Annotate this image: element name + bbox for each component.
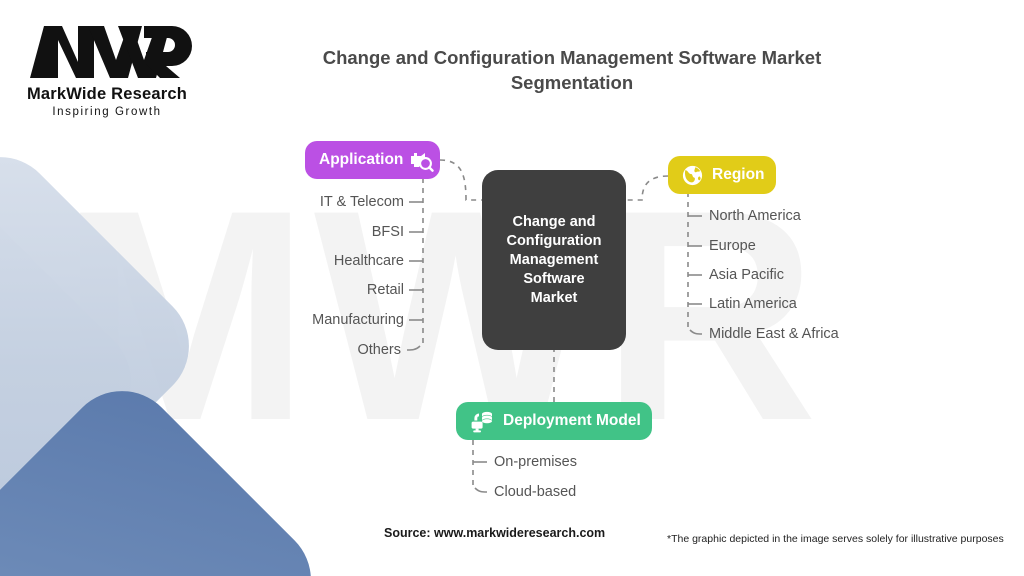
page-title-line-2: Segmentation xyxy=(510,72,634,93)
tick-region-4 xyxy=(689,329,703,335)
connector-region-to-center xyxy=(626,175,669,201)
leaf-application-4: Manufacturing xyxy=(312,312,404,328)
leaf-application-5: Others xyxy=(357,342,401,358)
server-monitor-icon xyxy=(470,410,494,433)
leaf-application-0: IT & Telecom xyxy=(319,194,404,210)
branch-badge-deployment-label: Deployment Model xyxy=(503,412,641,429)
leaf-region-4: Middle East & Africa xyxy=(709,326,839,342)
branch-badge-application-label: Application xyxy=(319,151,404,168)
page-title-line-1: Change and Configuration Management Soft… xyxy=(322,47,822,68)
leaf-deployment-0: On-premises xyxy=(494,454,577,470)
branch-badge-region[interactable]: Region xyxy=(668,156,776,194)
mwr-logo-mark xyxy=(30,26,192,78)
leaf-deployment-1: Cloud-based xyxy=(494,484,577,500)
brand-logo: MarkWide Research Inspiring Growth xyxy=(22,22,192,118)
center-label-line-5: Market xyxy=(530,289,578,306)
leaf-region-2: Asia Pacific xyxy=(709,267,784,283)
source-label: Source: www.markwideresearch.com xyxy=(384,526,606,540)
leaf-application-3: Retail xyxy=(366,282,404,298)
center-label-line-2: Configuration xyxy=(506,232,602,249)
globe-icon xyxy=(682,165,703,186)
center-node: Change and Configuration Management Soft… xyxy=(482,170,626,350)
decorative-shape-light xyxy=(0,133,213,559)
branch-badge-application[interactable]: Application xyxy=(305,141,440,179)
branch-badge-region-label: Region xyxy=(712,166,765,183)
brand-name: MarkWide Research xyxy=(26,85,188,103)
center-label-line-1: Change and xyxy=(512,213,596,230)
leaf-region-3: Latin America xyxy=(709,296,797,312)
page-title: Change and Configuration Management Soft… xyxy=(262,45,882,95)
disclaimer-label: *The graphic depicted in the image serve… xyxy=(667,533,1004,545)
tick-deployment-1 xyxy=(474,487,488,493)
decorative-shape-dark xyxy=(0,367,335,576)
connector-application-to-center xyxy=(439,159,482,201)
brand-tagline: Inspiring Growth xyxy=(52,106,162,118)
engine-search-icon xyxy=(408,148,434,172)
center-label-line-4: Software xyxy=(523,270,585,287)
leaf-region-1: Europe xyxy=(709,238,756,254)
branch-badge-deployment[interactable]: Deployment Model xyxy=(456,402,652,440)
leaf-region-0: North America xyxy=(709,208,801,224)
leaf-application-2: Healthcare xyxy=(333,253,404,269)
center-node-label: Change and Configuration Management Soft… xyxy=(506,213,601,308)
leaf-application-1: BFSI xyxy=(371,224,404,240)
decorative-shape-light-far xyxy=(0,175,155,576)
center-label-line-3: Management xyxy=(509,251,599,268)
tick-application-5 xyxy=(406,345,421,351)
